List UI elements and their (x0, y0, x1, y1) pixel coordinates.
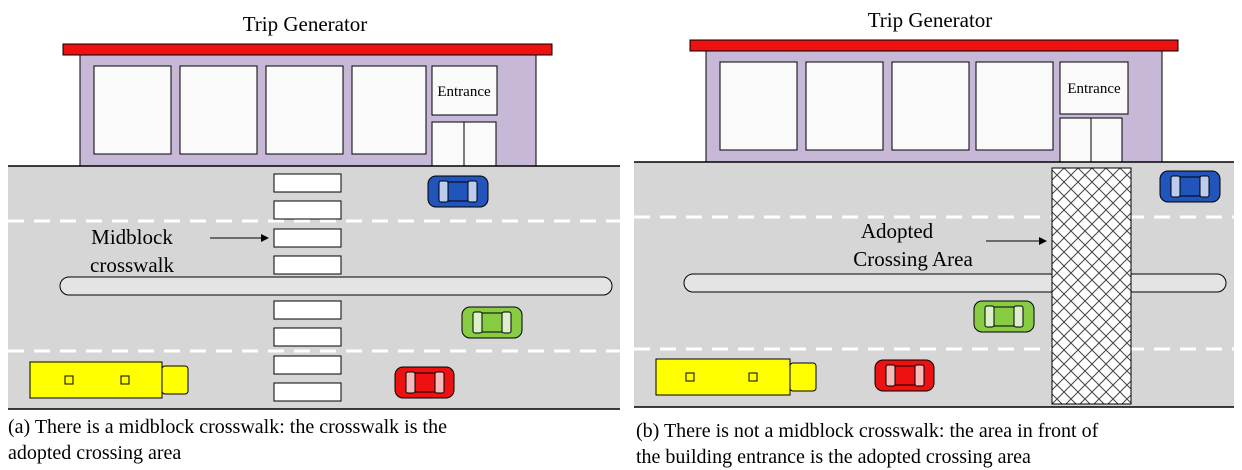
caption-line: the building entrance is the adopted cro… (636, 446, 1031, 468)
window (891, 61, 970, 151)
entrance-label: Entrance (437, 84, 491, 100)
window (719, 61, 798, 151)
panel-a: Trip Generator Entrance Midblock crosswa… (8, 12, 620, 410)
entrance-sign (1059, 61, 1129, 115)
entrance-door (431, 121, 465, 167)
entrance-door (1059, 117, 1092, 163)
roof (62, 43, 553, 56)
bus (29, 361, 189, 399)
caption-line: (b) There is not a midblock crosswalk: t… (636, 420, 1099, 442)
car-red (874, 359, 935, 392)
entrance-door (463, 121, 497, 167)
window (975, 61, 1054, 151)
window (265, 65, 344, 155)
window (351, 65, 427, 155)
entrance-sign (431, 65, 498, 116)
caption-b: (b) There is not a midblock crosswalk: t… (636, 418, 1098, 470)
car-green (461, 306, 523, 339)
bus (655, 358, 817, 396)
caption-line: adopted crossing area (8, 442, 182, 464)
road-label-line1: Midblock (91, 225, 173, 249)
median (59, 276, 613, 296)
panel-b: Trip Generator Entrance Adopted Crossing… (634, 8, 1234, 408)
window (805, 61, 884, 151)
car-blue (427, 175, 489, 208)
entrance-door (1090, 117, 1123, 163)
roof (689, 39, 1179, 52)
entrance-label: Entrance (1067, 81, 1121, 97)
car-red (394, 366, 455, 399)
road-label-line2: Crossing Area (853, 247, 973, 271)
caption-line: (a) There is a midblock crosswalk: the c… (8, 416, 447, 438)
road-label-line1: Adopted (861, 219, 934, 243)
car-green (973, 300, 1035, 333)
median (683, 273, 1227, 293)
car-blue (1159, 170, 1221, 203)
window (93, 65, 172, 155)
caption-a: (a) There is a midblock crosswalk: the c… (8, 414, 447, 466)
building-title: Trip Generator (868, 8, 993, 32)
road-label-line2: crosswalk (90, 253, 174, 277)
adopted-crossing-area (1051, 167, 1132, 405)
window (179, 65, 258, 155)
building-title: Trip Generator (243, 12, 368, 36)
crosswalk (273, 173, 342, 402)
